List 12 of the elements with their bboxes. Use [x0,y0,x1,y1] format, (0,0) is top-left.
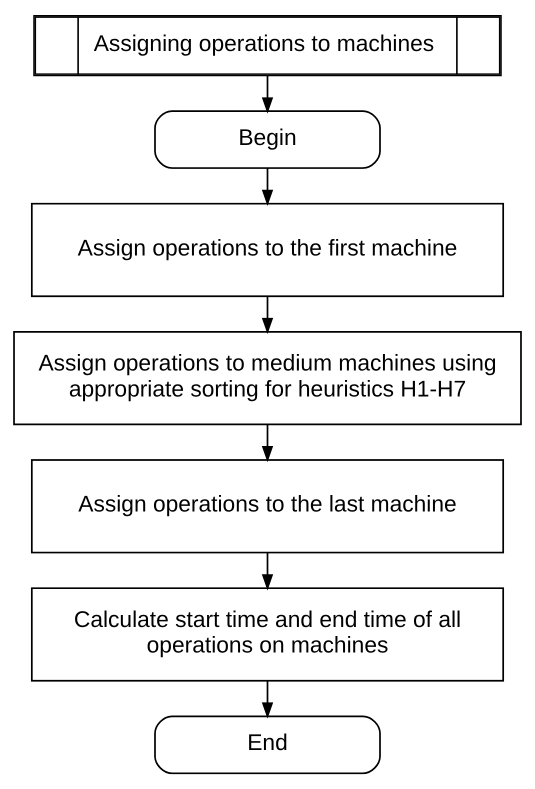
arrow [262,168,274,206]
node-box: Begin [154,110,381,169]
node-box: Assign operations to medium machines using appropriate sorting for heuristics H1-H7 [13,330,522,426]
arrow [262,680,274,719]
arrow [262,424,274,462]
node-box: Assign operations to the first machine [30,202,504,298]
node-box: Assign operations to the last machine [30,459,504,554]
node-box: End [154,715,381,774]
arrow [262,296,274,334]
arrow [262,76,274,114]
node-box: Calculate start time and end time of all operations on machines [30,587,504,682]
arrow [262,552,274,590]
